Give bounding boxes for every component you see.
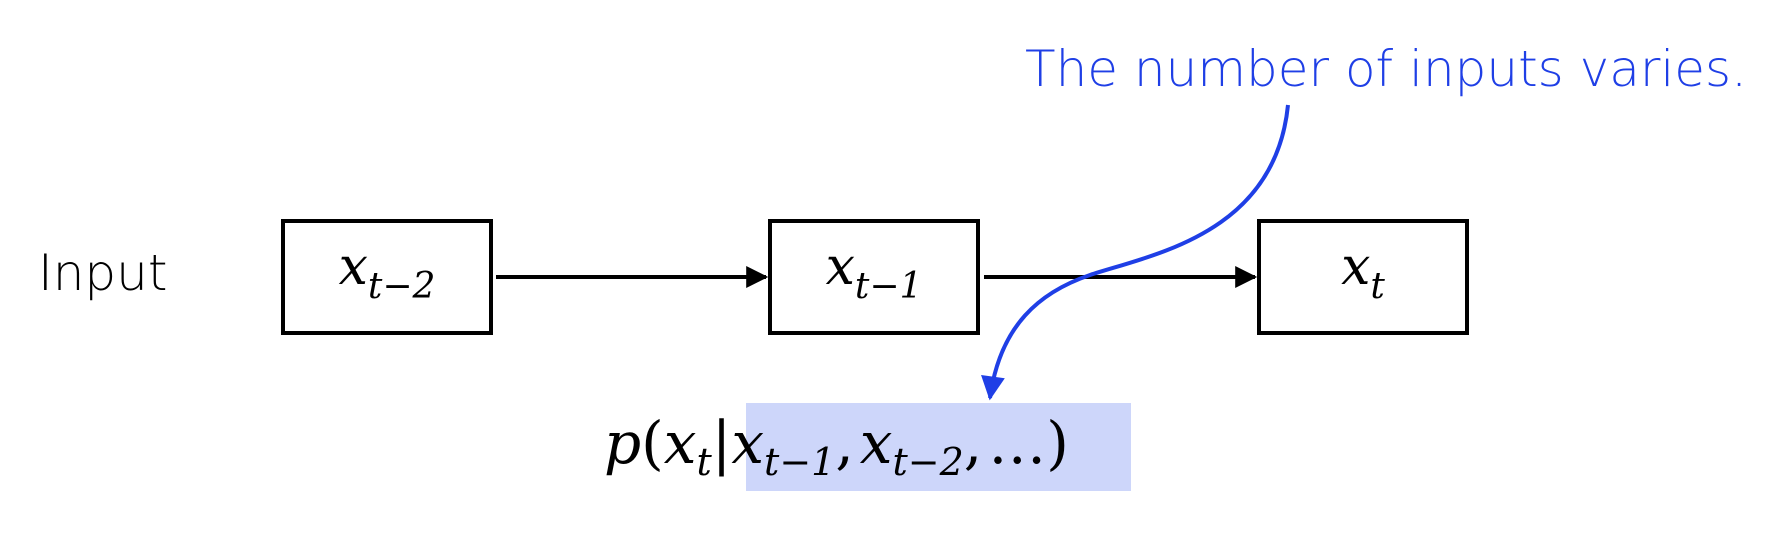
row-label: Input	[38, 244, 167, 302]
node-x-t-1-sub: t−1	[855, 266, 923, 307]
node-x-t: xt	[1257, 219, 1469, 335]
node-x-t-2-sub: t−2	[368, 266, 436, 307]
svg-text:xt−2: xt−2	[339, 237, 436, 307]
conditioning-highlight	[746, 403, 1131, 491]
node-x-t-1-var: x	[826, 237, 855, 297]
annotation-text: The number of inputs varies.	[1025, 40, 1747, 98]
probability-formula: p(xt|xt−1,xt−2,…)	[604, 409, 1069, 484]
svg-text:xt: xt	[1341, 237, 1385, 307]
node-x-t-1: xt−1	[768, 219, 980, 335]
annotation-arrow	[981, 104, 1290, 401]
node-x-t-var: x	[1341, 237, 1370, 297]
node-x-t-2-var: x	[339, 237, 368, 297]
node-x-t-sub: t	[1370, 266, 1385, 307]
svg-text:xt−1: xt−1	[826, 237, 923, 307]
node-x-t-2: xt−2	[281, 219, 493, 335]
